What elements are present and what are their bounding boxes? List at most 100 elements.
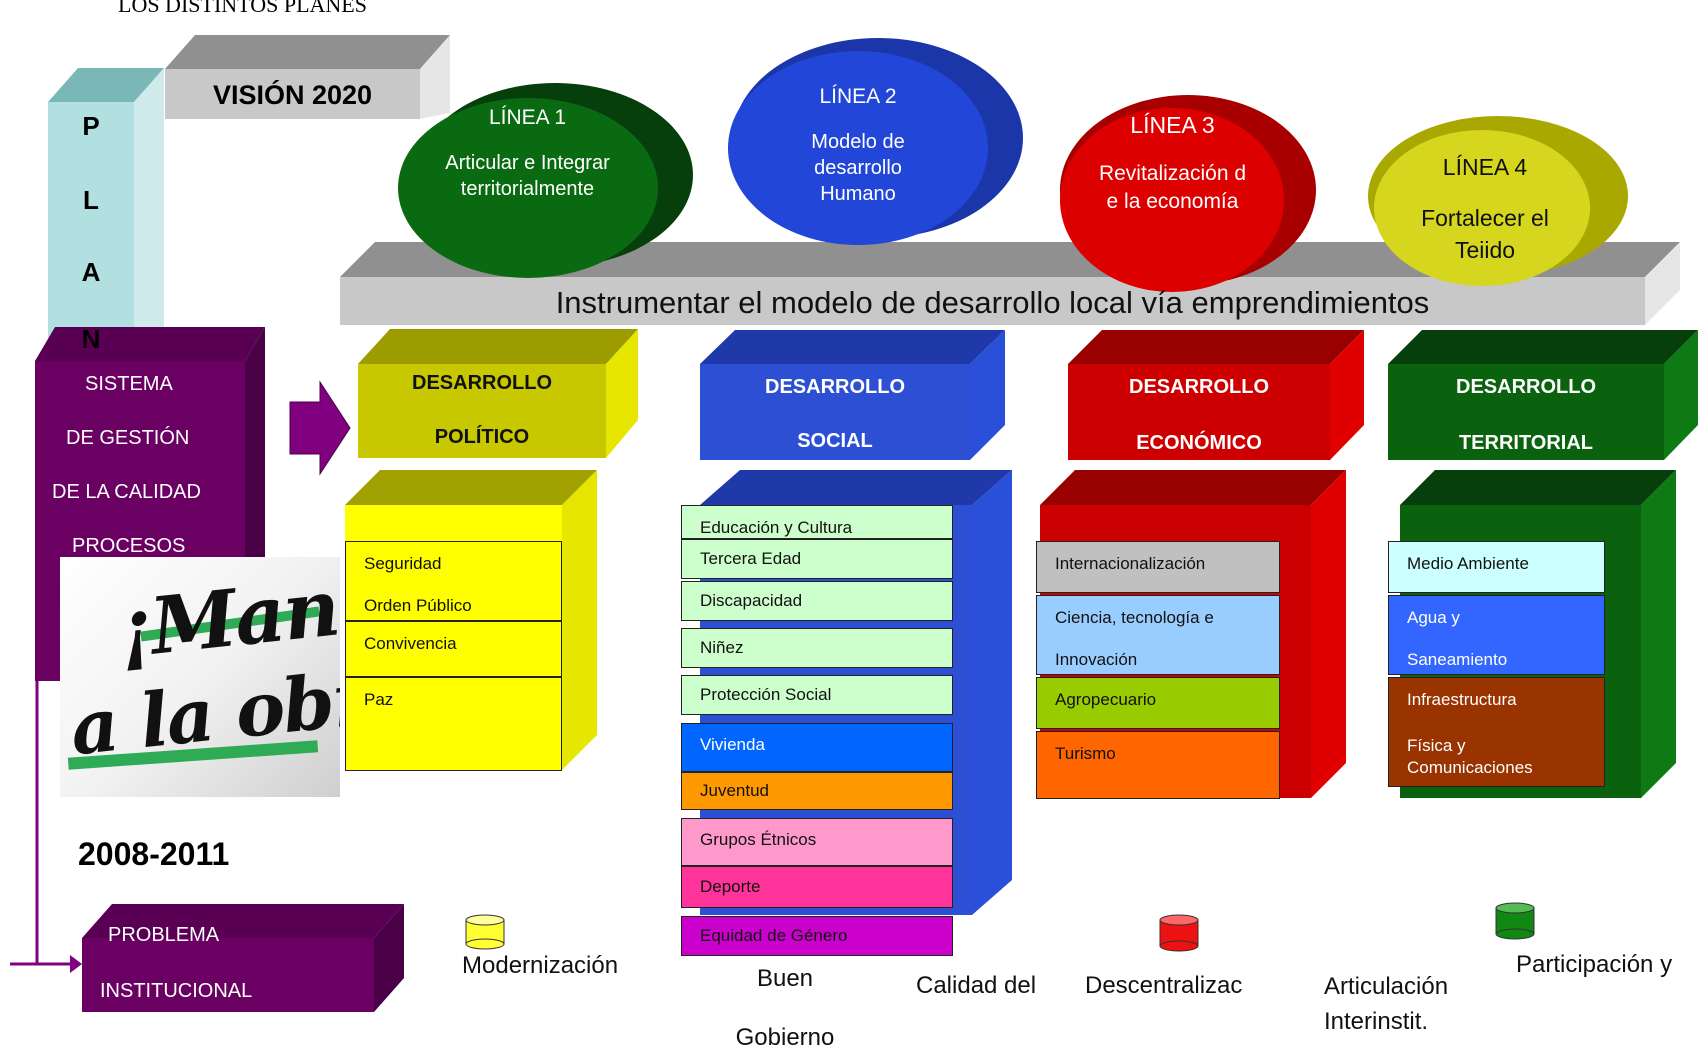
politico-item-paz: Paz (364, 690, 394, 709)
territorial-title-2: TERRITORIAL (1458, 432, 1594, 454)
politico-body-top (345, 470, 597, 505)
politico-header: DESARROLLO POLÍTICO (358, 364, 606, 458)
politico-item-convivencia: Convivencia (364, 634, 457, 653)
legend-label-gobierno: Gobierno (735, 1024, 835, 1051)
period-label: 2008-2011 (78, 836, 230, 872)
territorial-body-top (1400, 470, 1676, 505)
economico-header-top (1068, 330, 1364, 364)
connector-arrow-head (70, 955, 82, 973)
problema-box-side (374, 904, 404, 1012)
plan-column-top (48, 68, 164, 102)
economico-header-side (1330, 330, 1364, 460)
social-title-1: DESARROLLO (765, 376, 905, 398)
territorial-header-top (1388, 330, 1698, 364)
politico-item-seguridad: Seguridad (364, 554, 442, 573)
legend-label-buen: Buen (756, 965, 814, 992)
social-header: DESARROLLO SOCIAL (700, 364, 970, 460)
territorial-header: DESARROLLO TERRITORIAL (1388, 364, 1664, 460)
social-item-label: Equidad de Género (700, 926, 848, 945)
problema-box-top (82, 904, 404, 938)
territorial-title-1: DESARROLLO (1456, 376, 1596, 398)
linea2-text-box: LÍNEA 2 Modelo de desarrollo Humano (738, 84, 978, 224)
politico-item-orden-publico: Orden Público (364, 596, 472, 615)
economico-item-4: Turismo (1036, 731, 1280, 799)
politico-header-face (358, 364, 606, 458)
plan-letter-p: P (82, 111, 100, 141)
economico-title-1: DESARROLLO (1129, 376, 1269, 398)
legend-label-participacion: Participación y (1516, 951, 1673, 978)
territorial-body-side (1641, 470, 1676, 798)
header-caption: LOS DISTINTOS PLANES (118, 0, 367, 17)
economico-item-1: Internacionalización (1036, 541, 1280, 593)
social-item-1: Educación y Cultura (681, 505, 953, 539)
legend-label-calidad: Calidad del (916, 972, 1037, 999)
linea3-text: Revitalización de la economía (1098, 161, 1247, 213)
territorial-item-label: Agua y (1407, 608, 1460, 627)
territorial-item-label: Saneamiento (1407, 650, 1508, 669)
sistema-line-3: DE LA CALIDAD (52, 481, 201, 503)
social-header-side (970, 330, 1005, 460)
territorial-header-side (1664, 330, 1698, 460)
linea3-text-box: LÍNEA 3 Revitalización de la economía (1095, 112, 1250, 247)
sistema-line-1: SISTEMA (85, 373, 173, 395)
territorial-item-label: Medio Ambiente (1407, 554, 1529, 573)
legend-cylinder-green (1495, 902, 1535, 940)
territorial-item-2: Agua y Saneamiento (1388, 595, 1605, 675)
social-header-top (700, 330, 1005, 364)
linea3-disc (1060, 108, 1284, 292)
social-item-4: Niñez (681, 628, 953, 668)
social-header-face (700, 364, 970, 460)
vision-label: VISIÓN 2020 (212, 80, 373, 110)
linea1-text-box: LÍNEA 1 Articular e Integrar territorial… (420, 105, 635, 245)
social-item-label: Discapacidad (700, 591, 803, 610)
plan-letter-l: L (83, 185, 99, 215)
politico-header-side (606, 329, 638, 458)
politico-item-box-1: Seguridad Orden Público (345, 541, 562, 621)
social-body-side (972, 470, 1012, 915)
social-item-8: Grupos Étnicos (681, 818, 953, 866)
social-item-label: Grupos Étnicos (700, 830, 817, 849)
politico-item-box-3: Paz (345, 677, 562, 771)
economico-item-3: Agropecuario (1036, 677, 1280, 729)
plan-letter-a: A (81, 257, 101, 287)
bar-side (1645, 242, 1680, 325)
economico-item-label: Ciencia, tecnología e (1055, 608, 1214, 627)
social-body-top (700, 470, 1012, 505)
social-item-label: Niñez (700, 638, 744, 657)
legend-cylinder-yellow (465, 914, 505, 950)
linea2-text: Modelo de desarrollo Humano (811, 131, 905, 206)
bar-label: Instrumentar el modelo de desarrollo loc… (555, 285, 1430, 320)
plan-column-side (134, 68, 164, 360)
economico-item-2: Ciencia, tecnología e Innovación (1036, 595, 1280, 675)
economico-header-face (1068, 364, 1330, 460)
plan-column-face (48, 102, 134, 360)
economico-title-2: ECONÓMICO (1136, 432, 1262, 454)
legend-cylinder-red (1159, 914, 1199, 952)
problema-line-1: PROBLEMA (108, 924, 220, 946)
problema-box-face (82, 938, 374, 1012)
vision-box-top (165, 35, 450, 69)
plan-letter-n: N (81, 324, 101, 354)
economico-body-side (1311, 470, 1346, 798)
linea1-title: LÍNEA 1 (488, 106, 567, 129)
social-item-label: Educación y Cultura (700, 518, 853, 537)
legend-label-articulacion: Articulación Interinstit. (1324, 970, 1448, 1040)
territorial-item-label: Comunicaciones (1407, 758, 1533, 777)
social-item-2: Tercera Edad (681, 539, 953, 579)
linea1-text: Articular e Integrar territorialmente (445, 152, 610, 201)
legend-label-descentralizacion: Descentralizac (1085, 972, 1243, 999)
territorial-item-1: Medio Ambiente (1388, 541, 1605, 593)
linea4-title: LÍNEA 4 (1442, 154, 1528, 180)
vision-box-face (165, 69, 420, 119)
bar-top (340, 242, 1680, 277)
bar-label-box: Instrumentar el modelo de desarrollo loc… (340, 277, 1645, 325)
economico-item-label: Agropecuario (1055, 690, 1157, 709)
linea4-text: Fortalecer el Tejido (1421, 204, 1549, 258)
linea3-title: LÍNEA 3 (1130, 112, 1215, 138)
social-item-10: Equidad de Género (681, 916, 953, 956)
social-title-2: SOCIAL (797, 430, 873, 452)
bar-face (340, 277, 1645, 325)
social-item-9: Deporte (681, 866, 953, 908)
politico-header-top (358, 329, 638, 364)
linea4-text-box: LÍNEA 4 Fortalecer el Tejido (1410, 154, 1560, 258)
